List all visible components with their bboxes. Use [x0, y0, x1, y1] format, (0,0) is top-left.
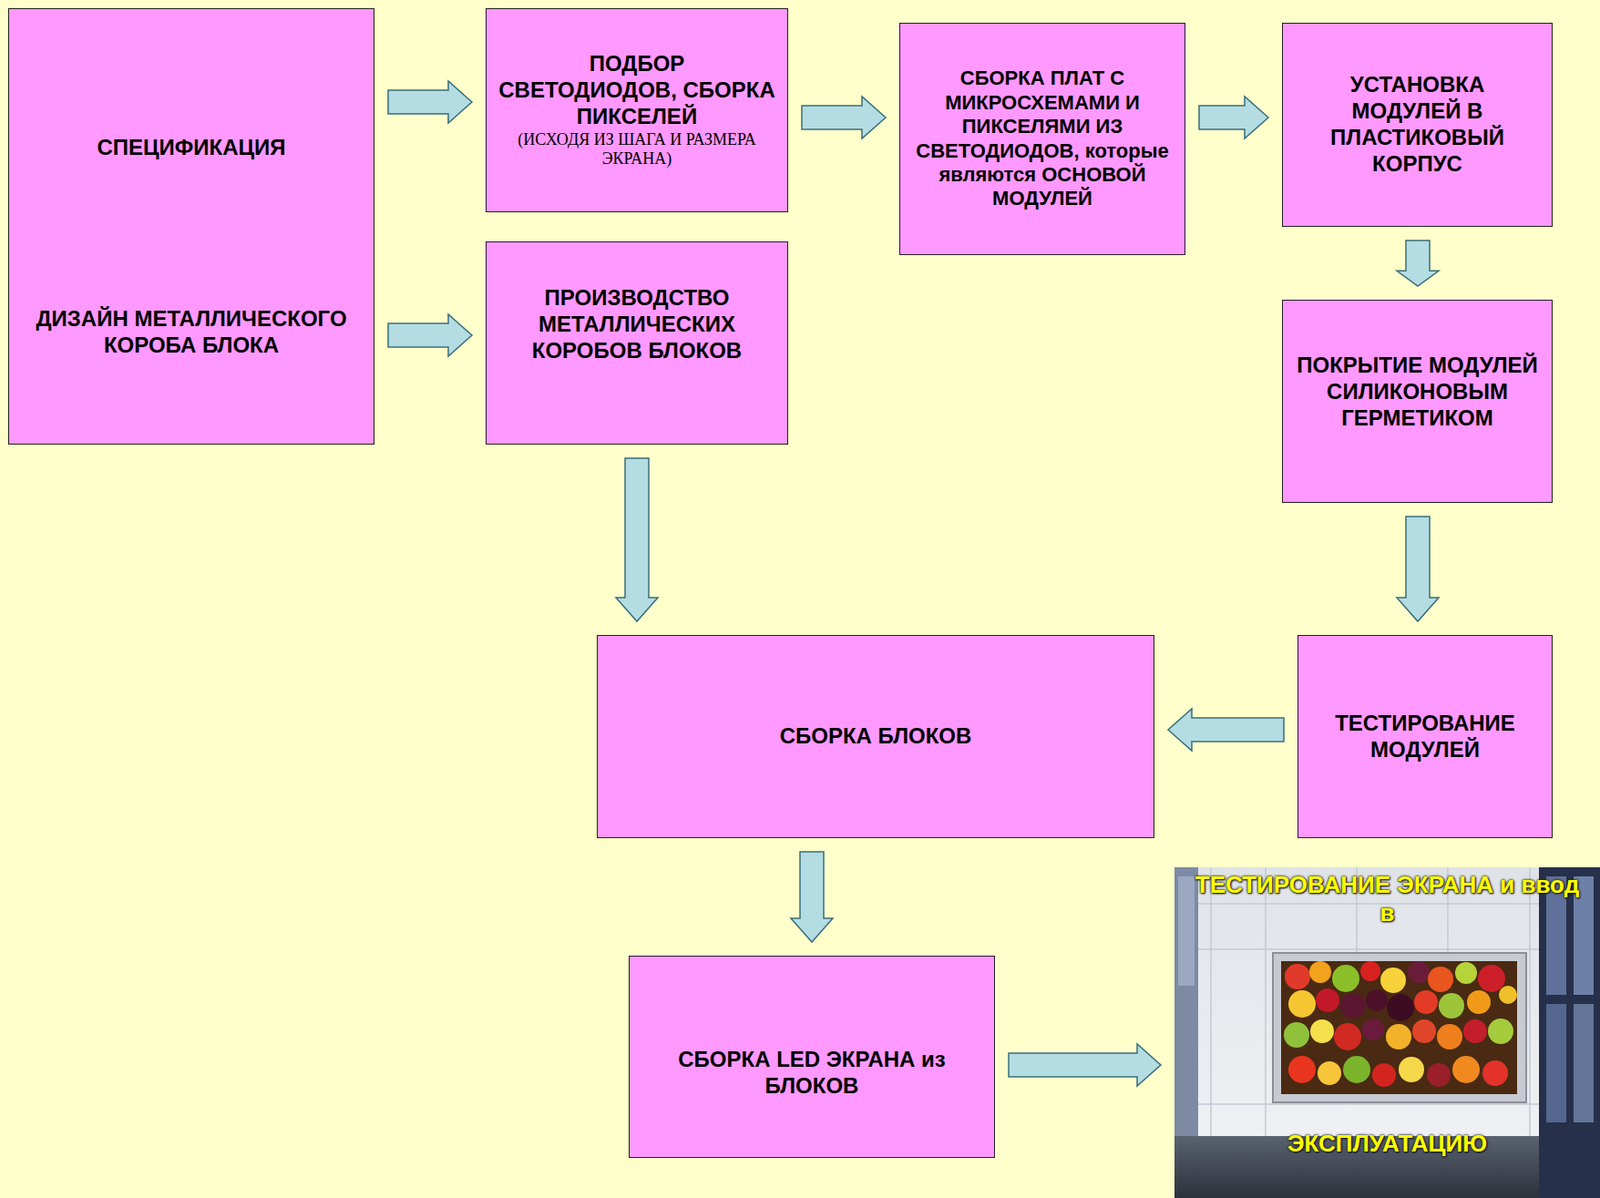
process-box: СПЕЦИФИКАЦИЯ ДИЗАЙН МЕТАЛЛИЧЕСКОГО КОРОБА… [8, 8, 375, 445]
box-label: ДИЗАЙН МЕТАЛЛИЧЕСКОГО КОРОБА БЛОКА [21, 306, 361, 359]
box-label: ПОКРЫТИЕ МОДУЛЕЙ СИЛИКОНОВЫМ ГЕРМЕТИКОМ [1295, 352, 1539, 431]
box-label: СБОРКА LED ЭКРАНА из БЛОКОВ [651, 1046, 973, 1100]
process-box: ПОКРЫТИЕ МОДУЛЕЙ СИЛИКОНОВЫМ ГЕРМЕТИКОМ [1282, 299, 1553, 503]
block-arrow [1168, 708, 1284, 751]
process-box: ПОДБОР СВЕТОДИОДОВ, СБОРКА ПИКСЕЛЕЙ(ИСХО… [485, 8, 789, 213]
block-arrow [1199, 96, 1269, 139]
block-arrow [388, 314, 472, 357]
process-box: СБОРКА ПЛАТ С МИКРОСХЕМАМИ И ПИКСЕЛЯМИ И… [899, 22, 1186, 256]
photo-panel: ТЕСТИРОВАНИЕ ЭКРАНА и ввод в ЭКСПЛУАТАЦИЮ [1174, 867, 1600, 1198]
process-box: СБОРКА БЛОКОВ [596, 635, 1155, 839]
block-arrow [615, 458, 658, 622]
box-label: СБОРКА ПЛАТ С МИКРОСХЕМАМИ И ПИКСЕЛЯМИ И… [911, 66, 1174, 211]
box-label: (ИСХОДЯ ИЗ ШАГА И РАЗМЕРА ЭКРАНА) [497, 130, 777, 170]
photo-caption: ТЕСТИРОВАНИЕ ЭКРАНА и ввод в [1192, 871, 1582, 928]
block-arrow [801, 96, 886, 139]
block-arrow [1396, 240, 1439, 287]
process-box: УСТАНОВКА МОДУЛЕЙ В ПЛАСТИКОВЫЙ КОРПУС [1282, 22, 1553, 227]
process-box: СБОРКА LED ЭКРАНА из БЛОКОВ [628, 955, 995, 1159]
box-label: ПРОИЗВОДСТВО МЕТАЛЛИЧЕСКИХ КОРОБОВ БЛОКО… [497, 285, 777, 364]
block-arrow [1008, 1044, 1161, 1087]
photo-caption: ЭКСПЛУАТАЦИЮ [1287, 1129, 1488, 1159]
block-arrow [790, 851, 833, 943]
box-label: УСТАНОВКА МОДУЛЕЙ В ПЛАСТИКОВЫЙ КОРПУС [1304, 71, 1530, 177]
box-label: ПОДБОР СВЕТОДИОДОВ, СБОРКА ПИКСЕЛЕЙ [497, 51, 777, 130]
process-box: ПРОИЗВОДСТВО МЕТАЛЛИЧЕСКИХ КОРОБОВ БЛОКО… [485, 241, 789, 445]
block-arrow [388, 81, 472, 124]
block-arrow [1396, 516, 1439, 622]
box-label: ТЕСТИРОВАНИЕ МОДУЛЕЙ [1309, 710, 1541, 764]
box-label: СБОРКА БЛОКОВ [779, 723, 973, 750]
box-label: СПЕЦИФИКАЦИЯ [96, 134, 286, 162]
process-box: ТЕСТИРОВАНИЕ МОДУЛЕЙ [1297, 635, 1553, 839]
